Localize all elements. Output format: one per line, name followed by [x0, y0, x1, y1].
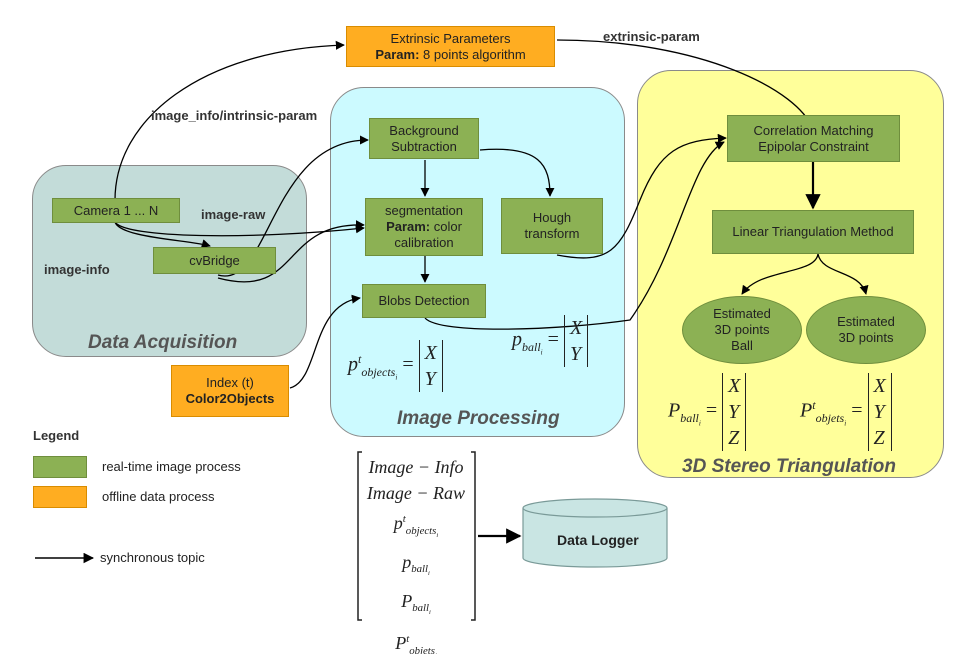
edge-hough-correlation [556, 133, 727, 259]
segmentation-line1: segmentation [384, 203, 464, 218]
linear-label: Linear Triangulation Method [732, 224, 894, 239]
label-extrinsic-param: extrinsic-param [603, 29, 700, 44]
correlation-line2: Epipolar Constraint [758, 138, 869, 154]
legend-title: Legend [33, 428, 80, 443]
extrinsic-line2: Param: 8 points algorithm [375, 46, 526, 62]
matrix-left-bracket [357, 451, 362, 621]
legend-green-text: real-time image process [102, 459, 241, 474]
data-acquisition-title: Data Acquisition [88, 332, 238, 353]
correlation-line1: Correlation Matching [753, 122, 874, 138]
index-line1: Index (t) [206, 375, 254, 390]
hough-transform-node: Hough transform [501, 198, 603, 254]
legend-orange-text: offline data process [102, 489, 215, 504]
edge-blobs-correlation [424, 141, 725, 330]
edge-camera-cvbridge [114, 221, 211, 249]
background-line1: Background [389, 122, 459, 138]
edge-extrinsic-correlation [556, 39, 815, 131]
blobs-label: Blobs Detection [378, 293, 470, 308]
data-logger-label: Data Logger [557, 532, 639, 548]
background-line2: Subtraction [391, 138, 457, 154]
stereo-triangulation-title: 3D Stereo Triangulation [682, 456, 896, 477]
est-points-line2: 3D points [838, 330, 894, 345]
est-ball-line3: Ball [731, 338, 753, 353]
matrix-row-p-ball: pballi [402, 551, 430, 578]
extrinsic-parameters-node: Extrinsic Parameters Param: 8 points alg… [346, 26, 555, 67]
cvbridge-node: cvBridge [153, 247, 276, 274]
matrix-row-P-objets: Ptobjetsi [395, 633, 437, 654]
segmentation-line2: Param: color [386, 219, 462, 234]
matrix-row-image-raw: Image − Raw [366, 483, 466, 503]
cvbridge-label: cvBridge [189, 252, 240, 268]
estimated-ball-node: Estimated 3D points Ball [682, 296, 802, 364]
edge-cvbridge-segmentation [217, 220, 365, 283]
edge-index-blobs [289, 294, 361, 389]
hough-line1: Hough [532, 210, 572, 225]
background-subtraction-node: Background Subtraction [369, 118, 479, 159]
blobs-detection-node: Blobs Detection [362, 284, 486, 318]
edge-background-hough [479, 148, 555, 197]
matrix-row-image-info: Image − Info [368, 457, 464, 477]
topic-matrix: Image − Info Image − Raw ptobjectsi pbal… [362, 454, 470, 654]
hough-line2: transform [524, 226, 580, 241]
legend-arrow-text: synchronous topic [100, 550, 205, 565]
label-image-info-intrinsic: image_info/intrinsic-param [151, 108, 318, 123]
correlation-matching-node: Correlation Matching Epipolar Constraint [727, 115, 900, 162]
segmentation-node: segmentation Param: color calibration [365, 198, 483, 256]
camera-label: Camera 1 ... N [73, 202, 159, 218]
label-image-info: image-info [44, 262, 110, 277]
edge-linear-ballest [741, 253, 819, 295]
legend-orange-swatch [33, 486, 87, 508]
camera-node: Camera 1 ... N [52, 198, 180, 223]
edge-camera-segmentation [114, 221, 365, 237]
segmentation-line3: calibration [394, 235, 454, 250]
estimated-points-node: Estimated 3D points [806, 296, 926, 364]
edge-linear-pointsest [817, 253, 869, 295]
matrix-right-bracket [471, 451, 476, 621]
matrix-row-p-objects: ptobjectsi [393, 513, 439, 539]
extrinsic-line1: Extrinsic Parameters [390, 30, 511, 46]
edge-camera-extrinsic [114, 40, 345, 201]
est-ball-line2: 3D points [714, 322, 770, 337]
label-image-raw: image-raw [201, 207, 266, 222]
matrix-row-P-ball: Pballi [401, 590, 431, 617]
legend-green-swatch [33, 456, 87, 478]
image-processing-title: Image Processing [397, 408, 560, 429]
est-ball-line1: Estimated [713, 306, 771, 321]
index-color2objects-node: Index (t) Color2Objects [171, 365, 289, 417]
data-logger-cylinder [522, 498, 668, 568]
index-line2: Color2Objects [185, 391, 275, 406]
linear-triangulation-node: Linear Triangulation Method [712, 210, 914, 254]
est-points-line1: Estimated [837, 314, 895, 329]
